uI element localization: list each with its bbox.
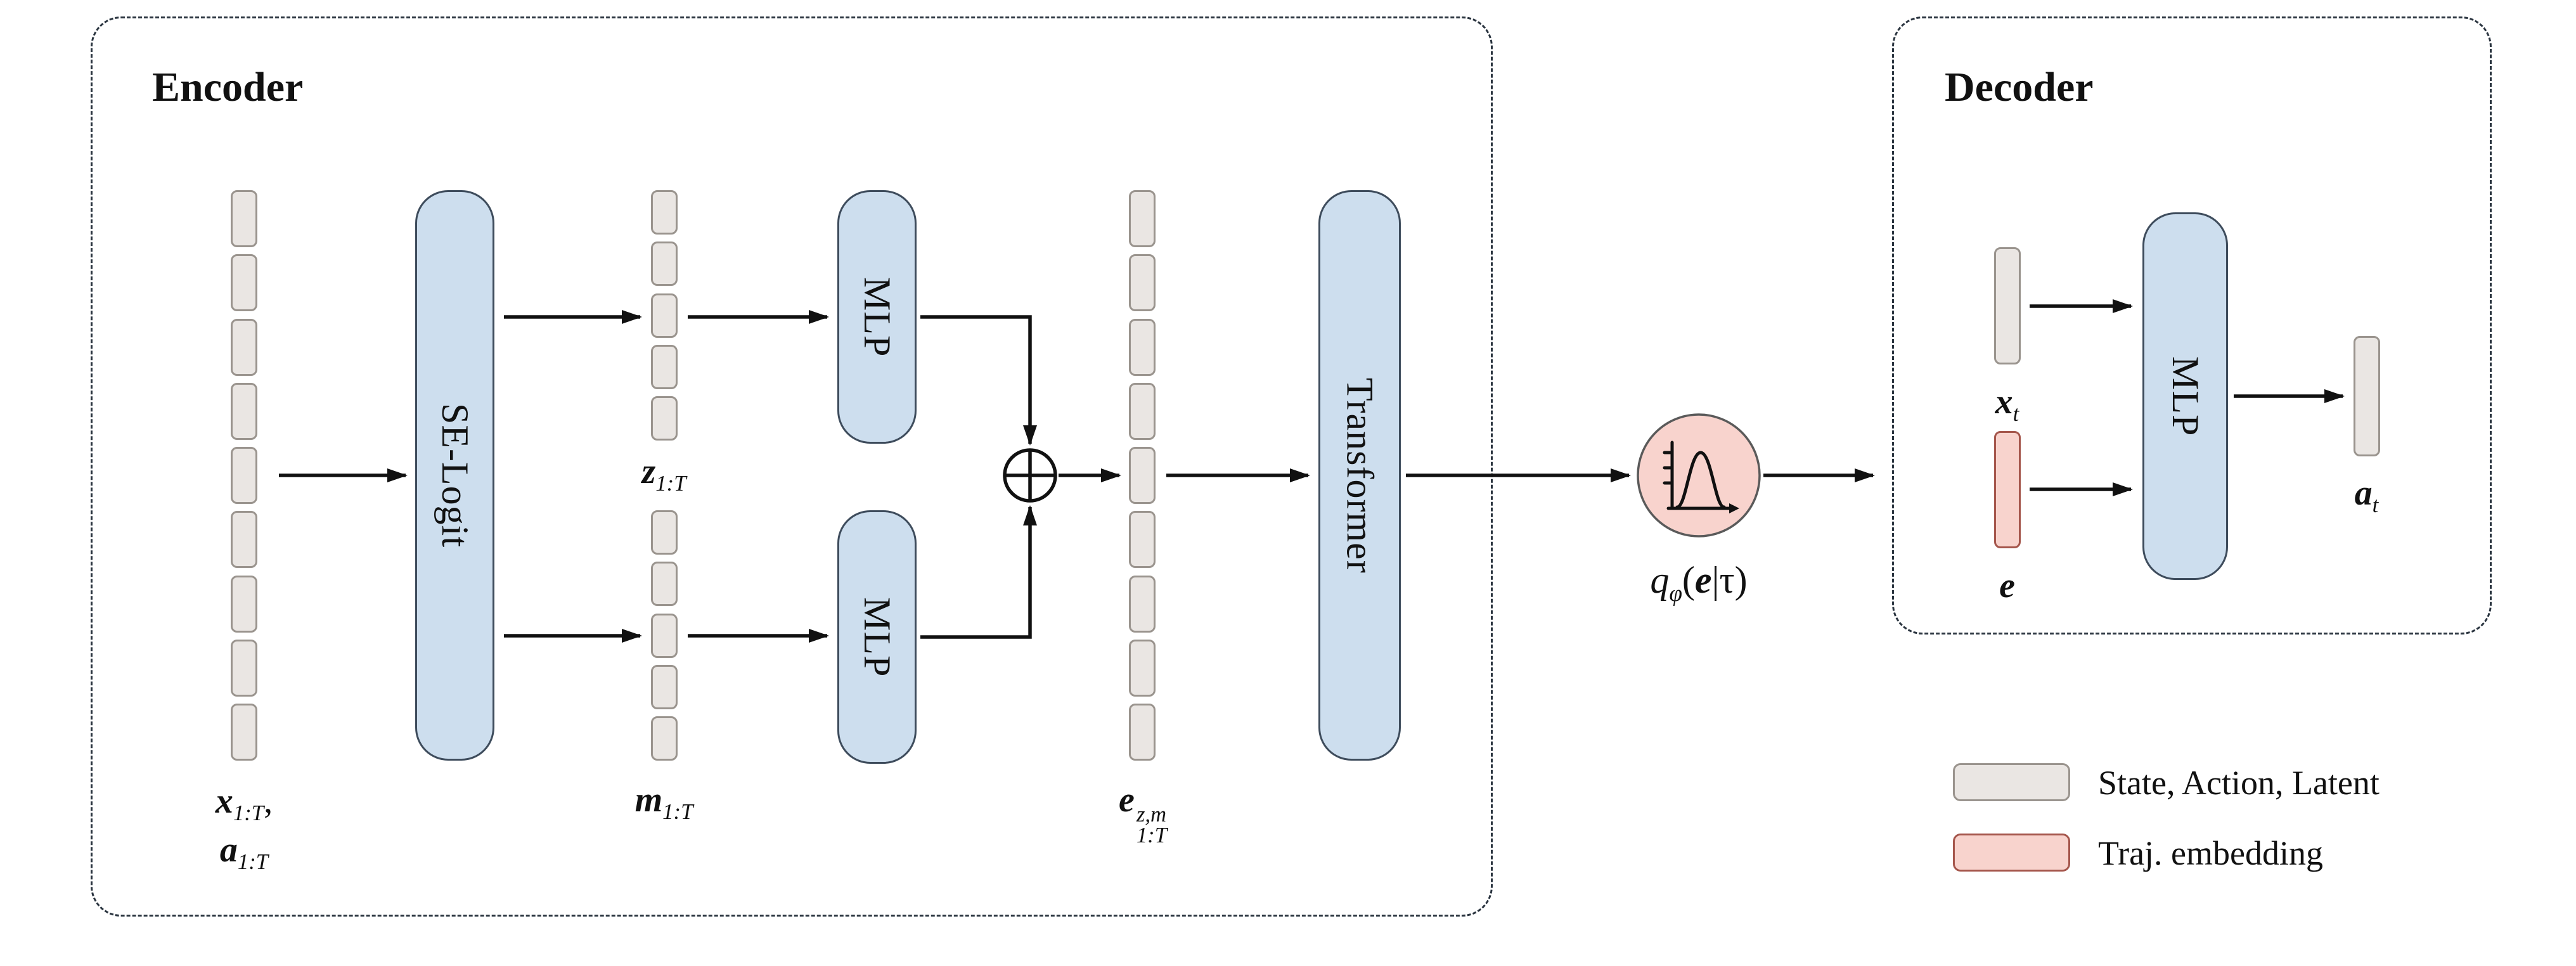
distribution-icon: [1663, 441, 1731, 510]
decoder-title: Decoder: [1945, 64, 2094, 110]
token: [651, 242, 678, 287]
state-token: [1994, 247, 2021, 364]
token: [1129, 575, 1156, 633]
token: [651, 396, 678, 441]
transformer-label: Transformer: [1339, 377, 1381, 574]
token: [231, 254, 257, 312]
token: [1129, 704, 1156, 761]
legend-swatch-traj: [1953, 834, 2070, 872]
token: [1129, 254, 1156, 312]
mlp-encoder-bottom-label: MLP: [856, 596, 898, 678]
legend-swatch-state: [1953, 763, 2070, 801]
token: [1129, 190, 1156, 247]
token: [231, 639, 257, 697]
token: [231, 318, 257, 376]
transformer-block: Transformer: [1318, 190, 1401, 761]
encoder-title: Encoder: [152, 64, 304, 110]
mlp-decoder-label: MLP: [2165, 356, 2206, 437]
mlp-encoder-top-label: MLP: [856, 276, 898, 357]
action-token-label: at: [2354, 473, 2379, 518]
token: [231, 511, 257, 569]
z-sequence-label: z1:T: [641, 452, 686, 496]
token-stack-m: [651, 510, 678, 761]
token: [1129, 382, 1156, 440]
distribution-axis-arrowhead: [1729, 503, 1739, 513]
se-logit-label: SE-Logit: [434, 403, 476, 548]
legend-label-state: State, Action, Latent: [2098, 764, 2380, 802]
token-stack-z: [651, 190, 678, 441]
token: [231, 704, 257, 761]
mlp-encoder-bottom-block: MLP: [837, 510, 917, 764]
legend-label-traj: Traj. embedding: [2098, 834, 2323, 872]
token: [651, 716, 678, 761]
state-token-label: xt: [1995, 382, 2019, 427]
token-stack-input: [231, 190, 257, 761]
token: [1129, 511, 1156, 569]
distribution-node: [1637, 413, 1761, 538]
token: [651, 190, 678, 235]
token: [1129, 447, 1156, 504]
mlp-decoder-block: MLP: [2142, 212, 2228, 580]
trajectory-embedding-token: [1994, 431, 2021, 548]
action-token: [2354, 336, 2380, 456]
token: [651, 510, 678, 555]
embedding-token-label: e: [1999, 566, 2015, 605]
input-sequence-label: x1:T, a1:T: [215, 782, 273, 875]
token: [1129, 639, 1156, 697]
se-logit-block: SE-Logit: [415, 190, 494, 761]
posterior-distribution-label: qφ(e|τ): [1650, 559, 1748, 607]
token: [651, 562, 678, 607]
encoder-box: [91, 16, 1493, 917]
m-sequence-label: m1:T: [634, 780, 693, 825]
decoder-box: [1892, 16, 2492, 634]
mlp-encoder-top-block: MLP: [837, 190, 917, 444]
token: [1129, 318, 1156, 376]
token: [651, 613, 678, 658]
token: [231, 190, 257, 247]
token: [231, 447, 257, 504]
token: [651, 664, 678, 709]
token: [651, 344, 678, 389]
token-stack-e: [1129, 190, 1156, 761]
token: [651, 293, 678, 338]
token: [231, 382, 257, 440]
token: [231, 575, 257, 633]
